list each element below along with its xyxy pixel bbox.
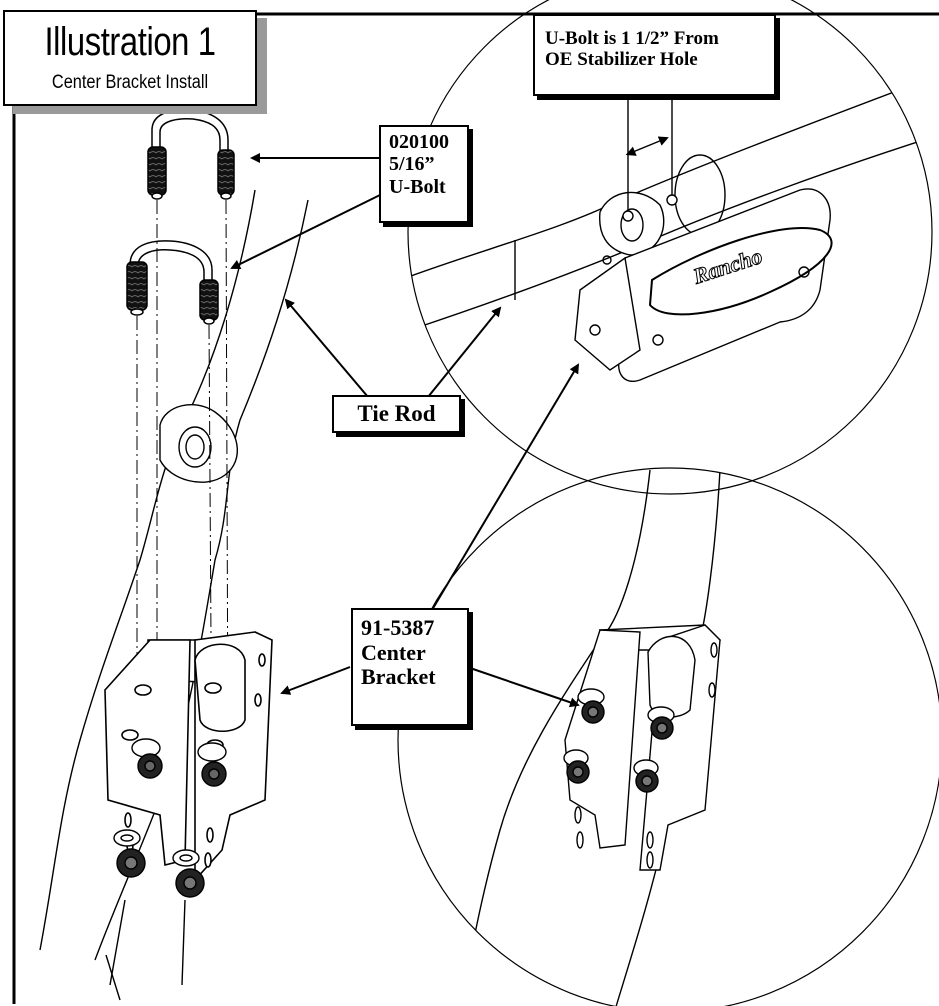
callout-ubolt-part: 020100 5/16” U-Bolt xyxy=(379,125,469,223)
arrow-tie-rod-right xyxy=(427,306,502,398)
callout-ubolt-distance-line2: OE Stabilizer Hole xyxy=(545,49,698,71)
detail-circle-top xyxy=(407,0,933,495)
callout-center-bracket-part-number: 91-5387 xyxy=(361,615,435,640)
left-bracket-nuts xyxy=(109,738,227,986)
arrow-bracket-left xyxy=(280,666,351,695)
u-bolt-lower xyxy=(126,240,219,325)
arrow-bracket-top xyxy=(431,363,580,611)
illustration-title: Illustration 1 xyxy=(44,20,216,64)
callout-center-bracket: 91-5387 Center Bracket xyxy=(351,608,469,726)
callout-ubolt-part-size: 5/16” xyxy=(389,153,435,176)
left-tie-rod xyxy=(39,189,309,1001)
illustration-subtitle: Center Bracket Install xyxy=(51,72,209,93)
u-bolt-upper xyxy=(147,108,235,200)
callout-ubolt-distance-line1: U-Bolt is 1 1/2” From xyxy=(545,28,719,49)
callout-center-bracket-word-center: Center xyxy=(361,639,426,665)
arrow-bracket-right xyxy=(469,667,580,708)
illustration-title-box: Illustration 1 Center Bracket Install xyxy=(3,10,257,106)
callout-ubolt-distance: U-Bolt is 1 1/2” From OE Stabilizer Hole xyxy=(533,14,776,96)
callout-ubolt-part-number: 020100 xyxy=(389,131,449,153)
arrow-tie-rod-left xyxy=(284,298,369,398)
callout-ubolt-part-name: U-Bolt xyxy=(389,175,446,198)
detail-circle-bottom xyxy=(397,467,939,1006)
bottom-bracket-nuts xyxy=(563,688,675,793)
detail-top-contents xyxy=(408,74,932,382)
detail-bottom-contents xyxy=(459,469,722,1006)
leader-arrows xyxy=(230,153,580,708)
arrow-ubolt-lower xyxy=(230,194,381,269)
callout-tie-rod-label: Tie Rod xyxy=(357,401,436,426)
distance-dimension xyxy=(622,97,678,222)
callout-tie-rod: Tie Rod xyxy=(332,395,461,433)
callout-center-bracket-word-bracket: Bracket xyxy=(361,664,436,690)
